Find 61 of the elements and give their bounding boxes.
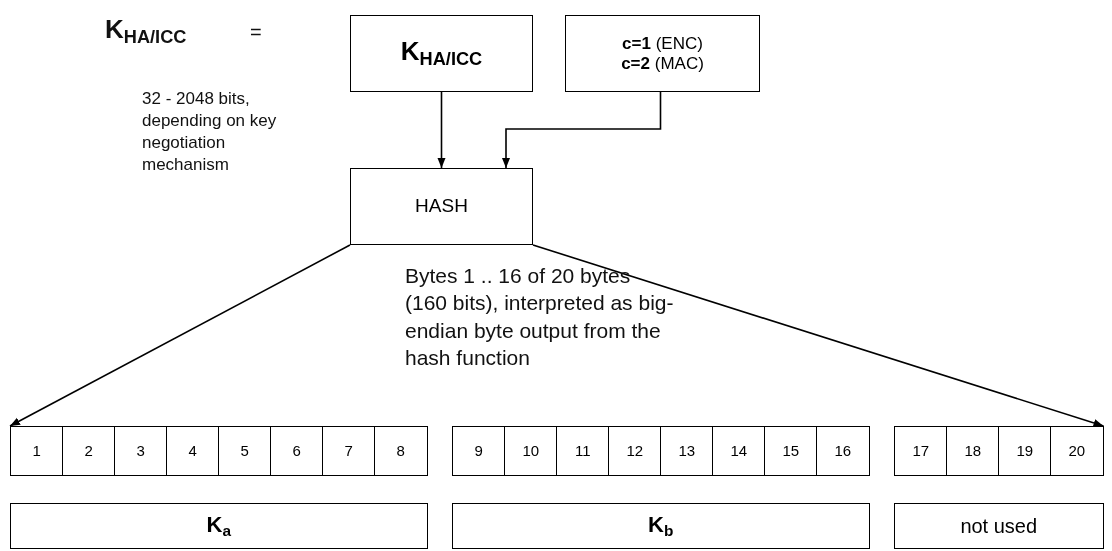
byte-number: 5: [240, 442, 249, 460]
byte-cell: [10, 426, 64, 476]
byte-cell: [114, 426, 168, 476]
note-text: 32 - 2048 bits, depending on key negotiation mechanism: [142, 88, 278, 177]
byte-number: 20: [1068, 442, 1086, 460]
byte-cell: [62, 426, 116, 476]
byte-cell: [322, 426, 376, 476]
byte-number: 6: [292, 442, 301, 460]
equals-sign: =: [250, 20, 263, 44]
byte-number: 14: [730, 442, 748, 460]
constant-box: [565, 15, 760, 92]
byte-cell: [374, 426, 428, 476]
key-field-box: [10, 503, 428, 549]
byte-cell: [764, 426, 818, 476]
byte-number: 9: [474, 442, 483, 460]
byte-cell: [816, 426, 870, 476]
byte-cell: [660, 426, 714, 476]
node-label: c=2 (MAC): [621, 53, 704, 74]
node-label: K$_{a}$: [206, 511, 231, 541]
node-label: c=1 (ENC): [622, 33, 703, 54]
byte-number: 3: [136, 442, 145, 460]
arrow: [502, 91, 662, 169]
key-box: [350, 15, 533, 92]
description-text: Bytes 1 .. 16 of 20 bytes (160 bits), interpreted as big-endian byte output from the hash function: [405, 263, 675, 371]
hash-box: [350, 168, 533, 245]
byte-cell: [218, 426, 272, 476]
byte-number: 12: [626, 442, 644, 460]
byte-number: 10: [522, 442, 540, 460]
byte-cell: [452, 426, 506, 476]
byte-number: 7: [344, 442, 353, 460]
byte-cell: [894, 426, 948, 476]
equation-term: K$_{HA/ICC}$: [105, 14, 188, 49]
byte-number: 11: [574, 442, 591, 460]
byte-number: 16: [834, 442, 852, 460]
arrow: [9, 244, 351, 427]
byte-cell: [1050, 426, 1104, 476]
byte-cell: [270, 426, 324, 476]
arrow: [437, 91, 446, 169]
byte-cell: [166, 426, 220, 476]
byte-number: 8: [396, 442, 405, 460]
byte-number: 13: [678, 442, 696, 460]
byte-number: 4: [188, 442, 197, 460]
byte-cell: [946, 426, 1000, 476]
byte-number: 18: [964, 442, 982, 460]
byte-number: 2: [84, 442, 93, 460]
key-field-box: [452, 503, 870, 549]
byte-number: 19: [1016, 442, 1034, 460]
byte-number: 1: [32, 442, 41, 460]
byte-cell: [504, 426, 558, 476]
byte-number: 17: [912, 442, 930, 460]
unused-field-box: [894, 503, 1104, 549]
byte-number: 15: [782, 442, 800, 460]
node-label: K$_{HA/ICC}$: [400, 36, 483, 71]
node-label: HASH: [415, 195, 468, 218]
byte-cell: [998, 426, 1052, 476]
arrow: [532, 244, 1105, 427]
node-label: not used: [960, 514, 1038, 538]
byte-cell: [712, 426, 766, 476]
byte-cell: [556, 426, 610, 476]
byte-cell: [608, 426, 662, 476]
node-label: K$_{b}$: [648, 511, 674, 541]
